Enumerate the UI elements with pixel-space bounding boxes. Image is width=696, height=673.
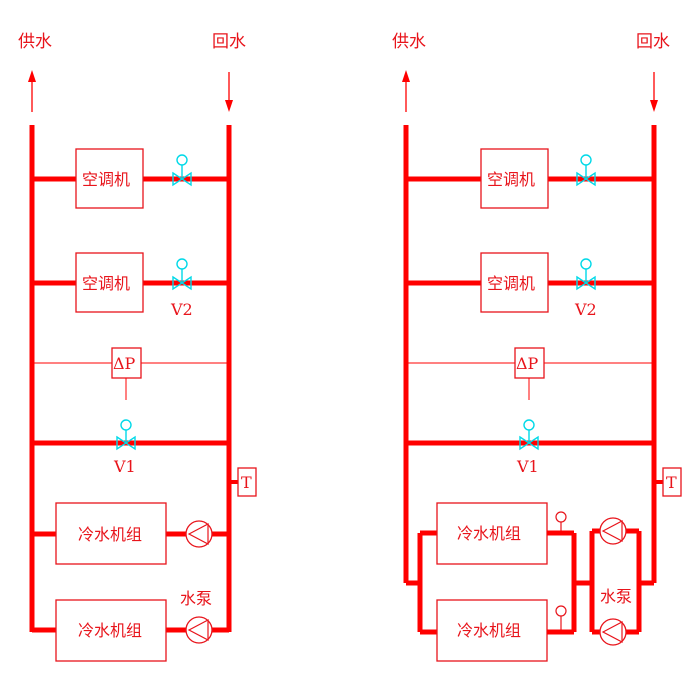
right-ahu-1-box (480, 148, 549, 209)
left-chiller-2-box (55, 599, 167, 662)
left-v2-valve-icon (172, 258, 192, 291)
left-supply-arrow (28, 70, 36, 112)
left-ahu-2-box (75, 252, 144, 313)
left-pump-2-icon (185, 616, 213, 644)
right-t-sensor-box (662, 467, 682, 497)
right-chiller-1-box (436, 502, 548, 565)
right-dp-label: ΔP (516, 354, 539, 373)
right-ahu-2-label: 空调机 (487, 274, 535, 293)
left-pump-1-icon (185, 520, 213, 548)
right-pump-2-icon (599, 618, 627, 646)
left-t-sensor-box (237, 467, 257, 497)
left-ahu-1-label: 空调机 (82, 170, 130, 189)
left-v1-label: V1 (113, 457, 136, 476)
left-v1-valve-icon (116, 419, 136, 451)
left-chiller-1-box (55, 502, 167, 565)
right-chiller-1-label: 冷水机组 (457, 524, 521, 543)
right-return-label: 回水 (636, 32, 670, 52)
left-t-label: T (241, 473, 252, 492)
right-ahu-2-box (480, 252, 549, 313)
right-chiller-2-valve-icon (555, 605, 567, 632)
left-return-arrow (225, 72, 233, 112)
right-chiller-1-valve-icon (555, 511, 567, 533)
right-ahu-1-valve-icon (576, 154, 596, 187)
left-chiller-2-label: 冷水机组 (78, 621, 142, 640)
left-ahu-1-valve-icon (172, 154, 192, 187)
right-return-arrow (650, 72, 658, 112)
right-supply-arrow (402, 70, 410, 112)
right-v1-valve-icon (519, 419, 539, 451)
right-dp-box (514, 347, 545, 379)
left-ahu-1-box (75, 148, 144, 209)
left-return-label: 回水 (212, 32, 246, 52)
left-dp-label: ΔP (113, 354, 136, 373)
left-pump-label: 水泵 (180, 589, 212, 608)
right-system: 供水 回水 空调机 空调机 V (392, 32, 682, 662)
right-supply-label: 供水 (392, 32, 426, 52)
right-pump-label: 水泵 (600, 587, 632, 606)
right-ahu-1-label: 空调机 (487, 170, 535, 189)
left-supply-label: 供水 (18, 32, 52, 52)
right-v2-label: V2 (574, 300, 597, 319)
right-chiller-2-label: 冷水机组 (457, 621, 521, 640)
right-pump-1-icon (599, 517, 627, 545)
left-chiller-1-label: 冷水机组 (78, 525, 142, 544)
left-system: 供水 回水 空调机 空调机 (18, 32, 257, 662)
right-v1-label: V1 (516, 457, 539, 476)
left-v2-label: V2 (170, 300, 193, 319)
left-ahu-2-label: 空调机 (82, 274, 130, 293)
right-v2-valve-icon (576, 258, 596, 291)
right-chiller-2-box (436, 599, 548, 662)
right-t-label: T (666, 473, 677, 492)
